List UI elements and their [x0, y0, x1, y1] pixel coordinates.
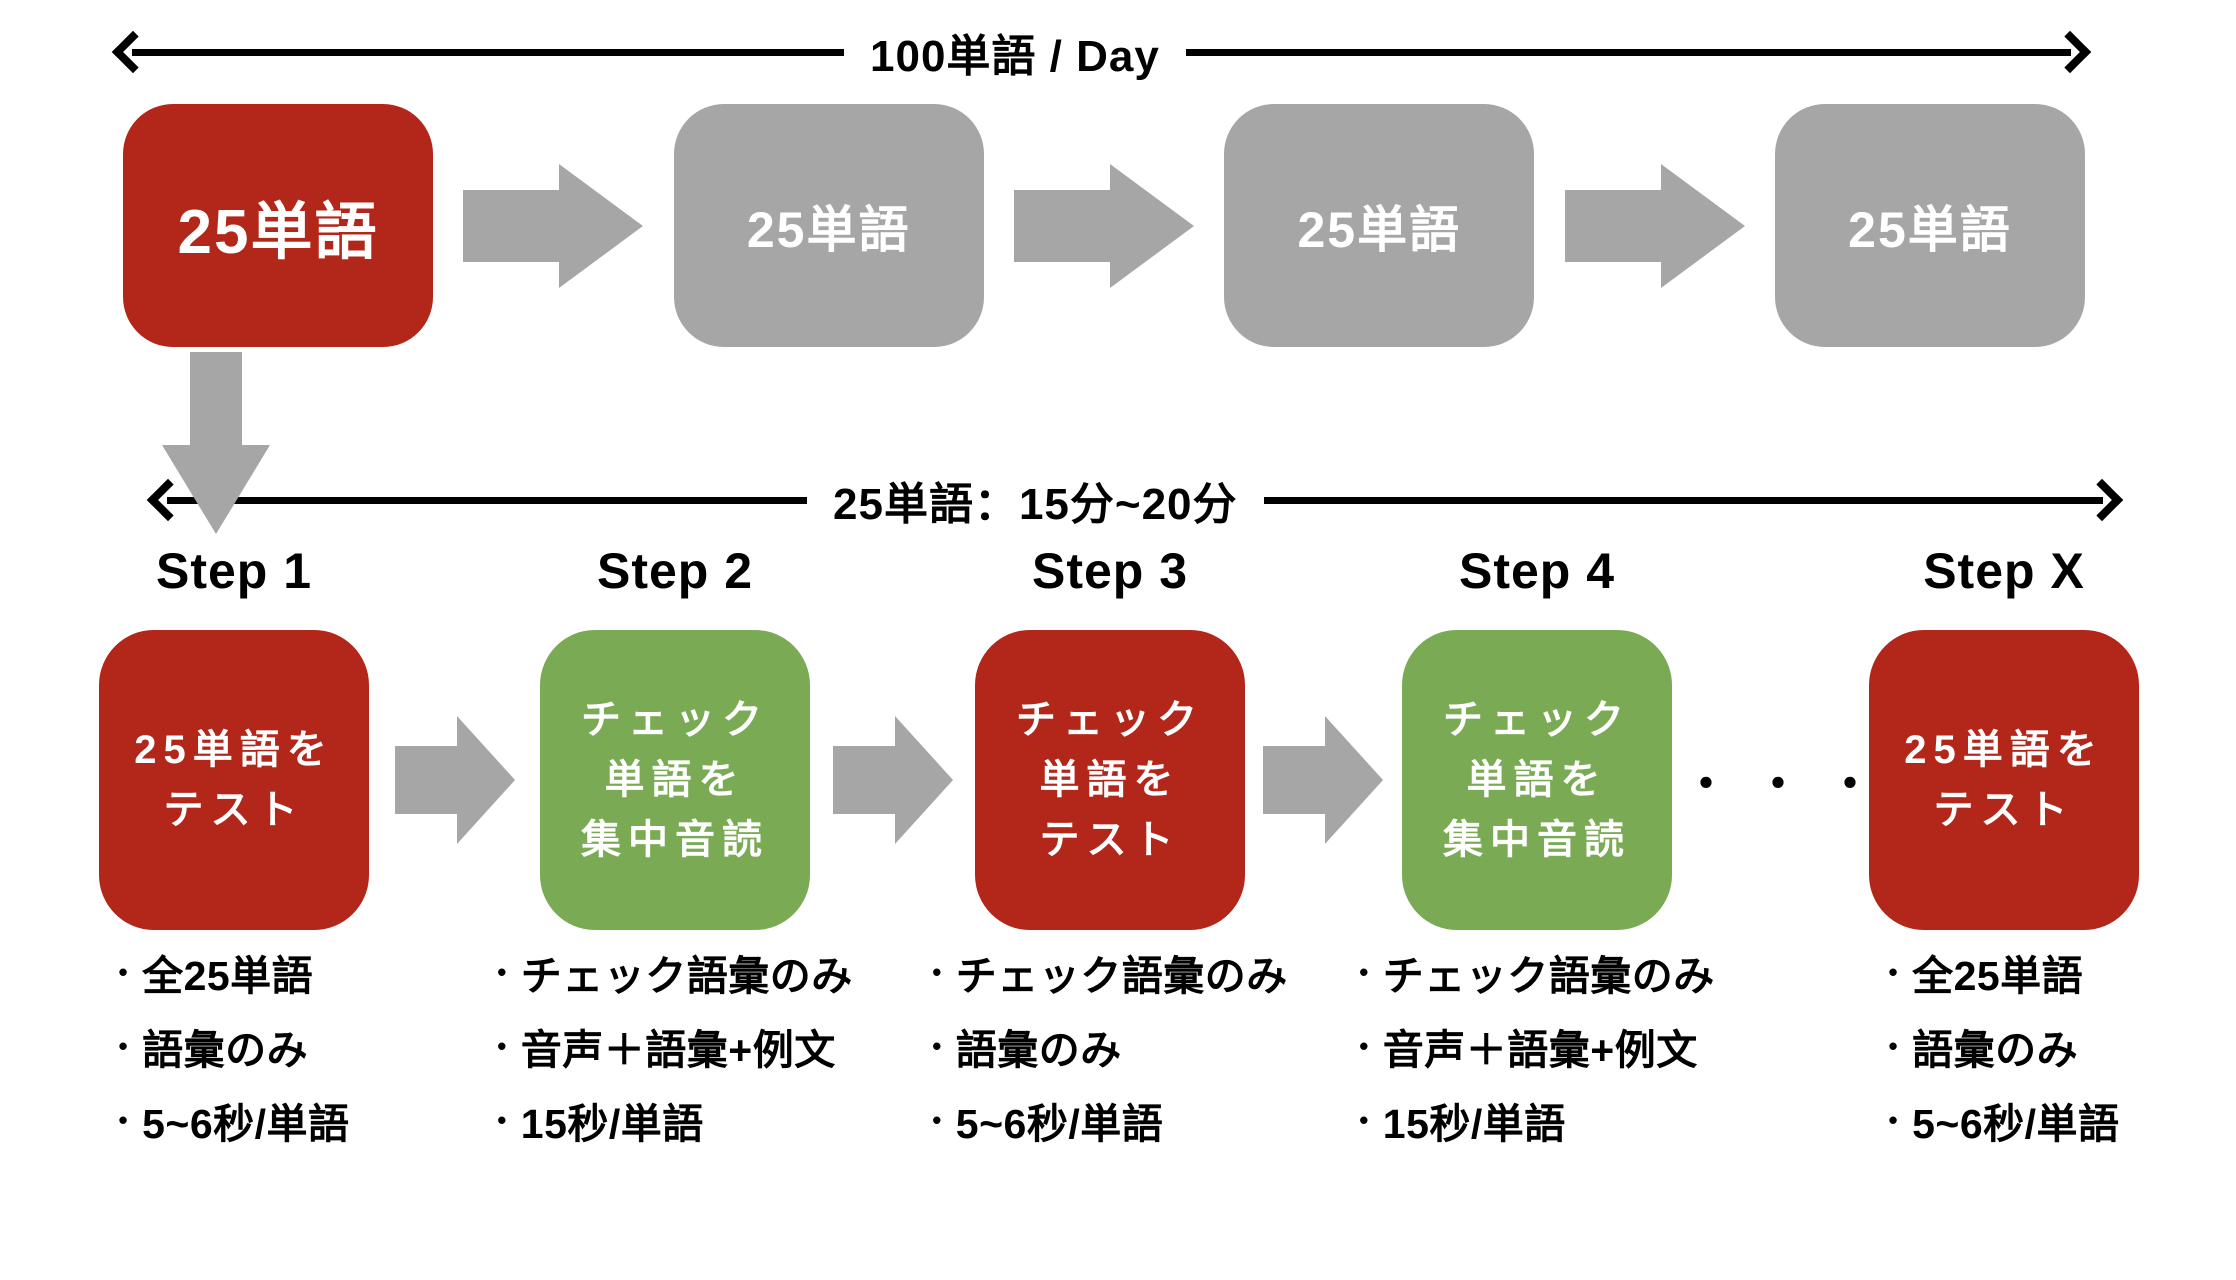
bullet-icon: • — [497, 1105, 507, 1135]
right-block-arrow-icon — [395, 716, 515, 844]
right-block-arrow-icon — [833, 716, 953, 844]
bullet-icon: • — [497, 1031, 507, 1061]
bullet-text: 5~6秒/単語 — [1912, 1101, 2120, 1147]
step-3-bullet-list: • チェック語彙のみ • 語彙のみ • 5~6秒/単語 — [890, 942, 1330, 1164]
right-block-arrow-icon — [1564, 163, 1745, 288]
list-item: • 5~6秒/単語 — [118, 1090, 349, 1150]
step-4-bullet-list: • チェック語彙のみ • 音声＋語彙+例文 • 15秒/単語 — [1317, 942, 1757, 1164]
list-item: • 音声＋語彙+例文 — [1359, 1016, 1698, 1076]
ellipsis-dots: ・・・ — [1683, 758, 1899, 810]
list-item: • 語彙のみ — [1888, 1016, 2078, 1076]
list-item: • 15秒/単語 — [497, 1090, 704, 1150]
bullet-text: 5~6秒/単語 — [955, 1101, 1164, 1147]
word-batch-box-4: 25単語 — [1774, 104, 2085, 347]
bullet-text: 音声＋語彙+例文 — [520, 1027, 836, 1073]
bullet-icon: • — [932, 957, 942, 987]
step-label-1: Step 1 — [155, 543, 313, 599]
bullet-text: チェック語彙のみ — [520, 953, 853, 999]
step-label-2: Step 2 — [596, 543, 754, 599]
timeline-line — [132, 48, 844, 56]
step-box-3: チェック 単語を テスト — [975, 630, 1245, 930]
list-item: • 5~6秒/単語 — [932, 1090, 1163, 1150]
bullet-text: チェック語彙のみ — [955, 953, 1288, 999]
list-item: • 5~6秒/単語 — [1888, 1090, 2119, 1150]
bullet-icon: • — [497, 957, 507, 987]
step-label-4: Step 4 — [1458, 543, 1616, 599]
arrowhead-left-icon — [111, 30, 155, 74]
list-item: • チェック語彙のみ — [932, 942, 1288, 1002]
step-box-1: 25単語を テスト — [99, 630, 369, 930]
top-timeline-label: 100単語 / Day — [870, 32, 1160, 81]
bullet-text: 音声＋語彙+例文 — [1382, 1027, 1698, 1073]
bullet-icon: • — [1888, 1031, 1899, 1061]
word-batch-box-3: 25単語 — [1224, 104, 1535, 347]
word-batch-box-2: 25単語 — [673, 104, 984, 347]
list-item: • 音声＋語彙+例文 — [497, 1016, 836, 1076]
step-2-bullet-list: • チェック語彙のみ • 音声＋語彙+例文 • 15秒/単語 — [455, 942, 895, 1164]
step-box-x: 25単語を テスト — [1869, 630, 2139, 930]
step-box-4: チェック 単語を 集中音読 — [1402, 630, 1672, 930]
timeline-line — [1263, 496, 2103, 504]
down-block-arrow-icon — [162, 352, 270, 534]
bullet-icon: • — [1359, 1105, 1369, 1135]
word-batch-box-1: 25単語 — [123, 104, 433, 347]
step-timeline: 25単語：15分~20分 — [146, 468, 2124, 532]
bullet-text: 15秒/単語 — [1382, 1101, 1566, 1147]
bullet-icon: • — [932, 1031, 942, 1061]
bullet-icon: • — [1359, 957, 1369, 987]
bullet-text: 語彙のみ — [955, 1027, 1122, 1073]
step-1-bullet-list: • 全25単語 • 語彙のみ • 5~6秒/単語 — [14, 942, 454, 1164]
right-block-arrow-icon — [1013, 163, 1194, 288]
bullet-icon: • — [118, 1031, 129, 1061]
bullet-text: 語彙のみ — [1912, 1027, 2079, 1073]
step-label-x: Step X — [1923, 543, 2085, 599]
bullet-icon: • — [1359, 1031, 1369, 1061]
step-x-bullet-list: • 全25単語 • 語彙のみ • 5~6秒/単語 — [1784, 942, 2224, 1164]
step-box-2: チェック 単語を 集中音読 — [540, 630, 810, 930]
list-item: • 全25単語 — [118, 942, 313, 1002]
step-timeline-label: 25単語：15分~20分 — [833, 480, 1238, 529]
arrowhead-right-icon — [2048, 30, 2092, 74]
bullet-icon: • — [1888, 957, 1899, 987]
list-item: • チェック語彙のみ — [1359, 942, 1715, 1002]
bullet-icon: • — [932, 1105, 942, 1135]
list-item: • 15秒/単語 — [1359, 1090, 1566, 1150]
bullet-text: 5~6秒/単語 — [142, 1101, 350, 1147]
bullet-icon: • — [1888, 1105, 1899, 1135]
step-label-3: Step 3 — [1031, 543, 1189, 599]
bullet-icon: • — [118, 957, 129, 987]
bullet-text: 15秒/単語 — [520, 1101, 704, 1147]
bullet-text: 語彙のみ — [142, 1027, 309, 1073]
bullet-icon: • — [118, 1105, 129, 1135]
arrowhead-right-icon — [2080, 478, 2124, 522]
top-timeline: 100単語 / Day — [111, 20, 2092, 84]
list-item: • 語彙のみ — [118, 1016, 308, 1076]
bullet-text: チェック語彙のみ — [1382, 953, 1715, 999]
bullet-text: 全25単語 — [1912, 953, 2084, 999]
bullet-text: 全25単語 — [142, 953, 314, 999]
list-item: • チェック語彙のみ — [497, 942, 853, 1002]
daily-batch-row: 25単語 25単語 25単語 25単語 — [123, 104, 2085, 347]
timeline-line — [167, 496, 807, 504]
right-block-arrow-icon — [1263, 716, 1383, 844]
list-item: • 全25単語 — [1888, 942, 2083, 1002]
list-item: • 語彙のみ — [932, 1016, 1122, 1076]
timeline-line — [1185, 48, 2071, 56]
right-block-arrow-icon — [463, 163, 644, 288]
